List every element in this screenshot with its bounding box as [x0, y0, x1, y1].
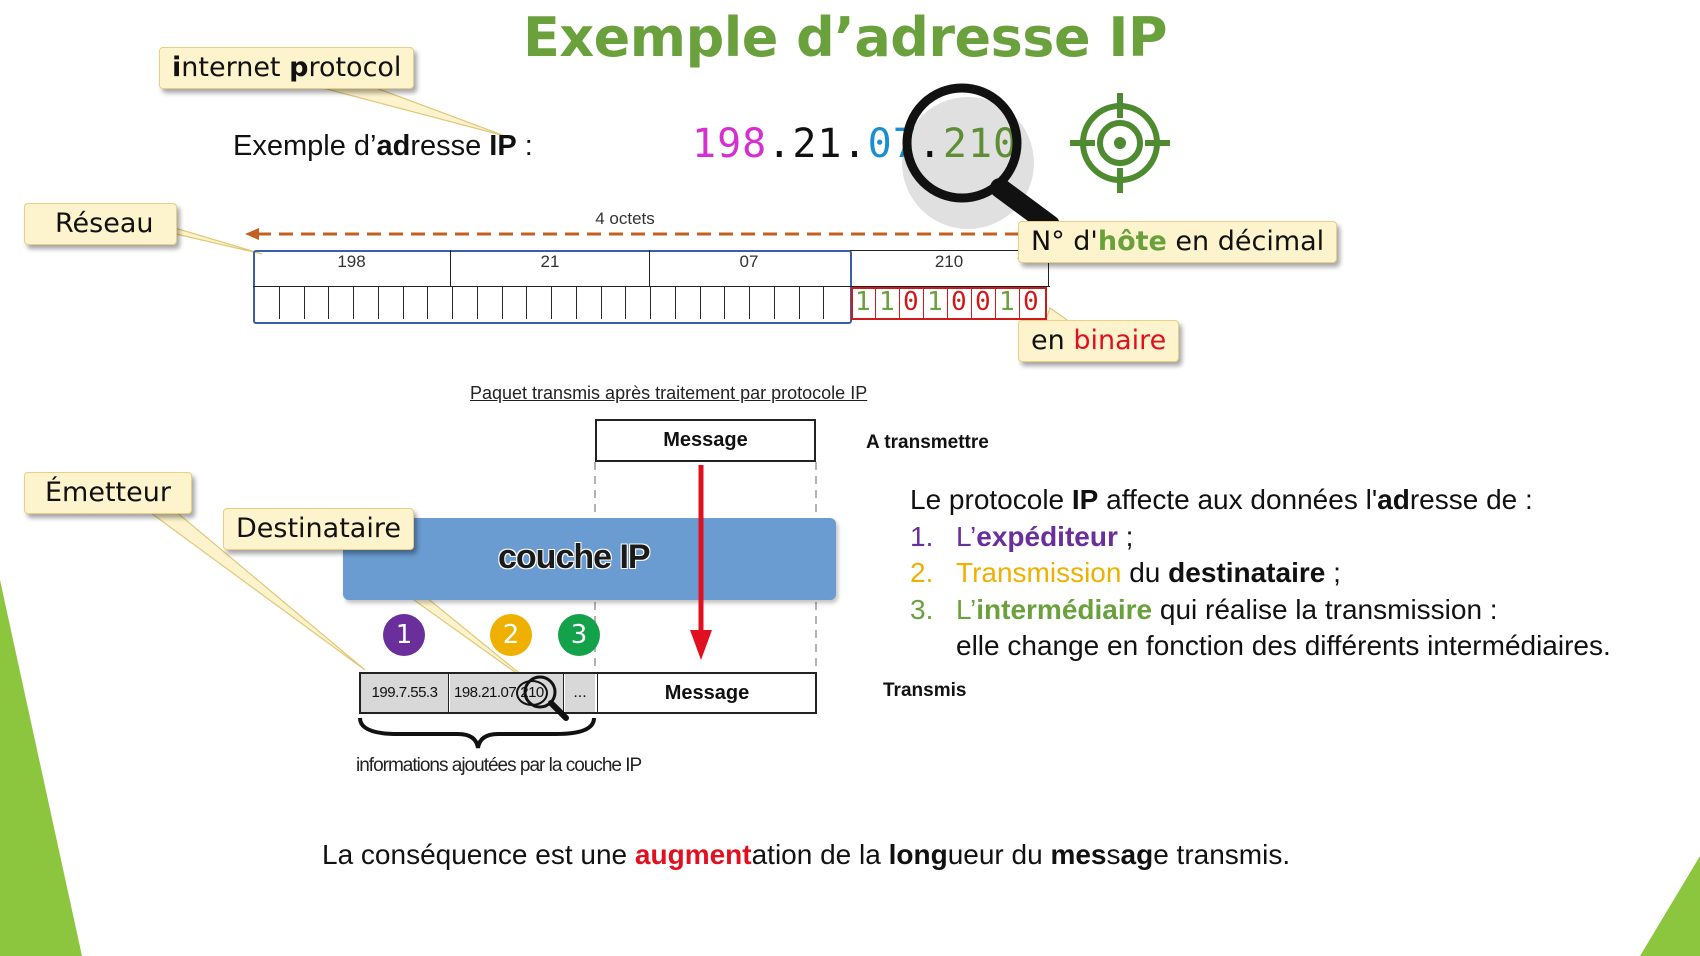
- network-bit-cell: [427, 287, 453, 319]
- octet-divider: [450, 250, 451, 286]
- bit-7: 0: [1023, 287, 1039, 317]
- callout-binaire: en binaire: [1018, 320, 1180, 362]
- network-bit-cell: [279, 287, 305, 319]
- network-bit-cell: [625, 287, 651, 319]
- network-bits: [254, 287, 848, 319]
- callout-emetteur: Émetteur: [24, 472, 192, 514]
- bit-divider: [1019, 289, 1020, 318]
- octet-label-3: 07: [739, 252, 759, 271]
- message-bottom: Message: [597, 674, 816, 712]
- octet-table: 198 21 07 210 1 1 0 1 0 0 1 0: [253, 250, 1050, 324]
- curly-brace: [358, 717, 596, 749]
- network-bit-cell: [551, 287, 577, 319]
- a-transmettre-label: A transmettre: [866, 432, 989, 453]
- network-bit-cell: [502, 287, 528, 319]
- explanation: Le protocole IP affecte aux données l'ad…: [910, 482, 1611, 665]
- circle-2: 2: [490, 614, 532, 656]
- list-item: 2.Transmission du destinataire ;: [910, 557, 1341, 588]
- network-bit-cell: [823, 287, 848, 319]
- conclusion: La conséquence est une augmentation de l…: [322, 839, 1291, 870]
- bit-5: 0: [975, 287, 991, 317]
- bit-1: 1: [879, 287, 895, 317]
- octet-divider: [649, 250, 650, 286]
- list-item: 3.L’intermédiaire qui réalise la transmi…: [910, 593, 1498, 625]
- bit-6: 1: [999, 287, 1015, 317]
- host-part-frame: [850, 250, 1049, 287]
- ip-address-value: 198.21.07.210: [692, 121, 1019, 167]
- callout-reseau: Réseau: [24, 203, 177, 245]
- network-bit-cell: [576, 287, 602, 319]
- network-bit-cell: [749, 287, 775, 319]
- network-bit-cell: [774, 287, 800, 319]
- packet-caption: Paquet transmis après traitement par pro…: [470, 383, 868, 403]
- bit-divider: [971, 289, 972, 318]
- bit-2: 0: [903, 287, 919, 317]
- target-icon: [1070, 93, 1170, 193]
- ip-example-label: Exemple d’adresse IP :: [233, 130, 533, 162]
- network-bit-cell: [378, 287, 404, 319]
- explanation-intro: Le protocole IP affecte aux données l'ad…: [910, 484, 1533, 515]
- bits-row-top-line: [253, 286, 1050, 287]
- network-bit-cell: [452, 287, 478, 319]
- bit-3: 1: [927, 287, 943, 317]
- bit-divider: [947, 289, 948, 318]
- network-bit-cell: [724, 287, 750, 319]
- network-bit-cell: [477, 287, 503, 319]
- list-continuation: elle change en fonction des différents i…: [956, 630, 1611, 661]
- network-bit-cell: [328, 287, 354, 319]
- network-bit-cell: [353, 287, 379, 319]
- message-top-box: Message: [595, 419, 816, 462]
- callout-internet-protocol: internet protocol: [159, 47, 415, 89]
- network-bit-cell: [601, 287, 627, 319]
- octet-label-4: 210: [934, 252, 964, 271]
- brace-label: informations ajoutées par la couche IP: [356, 755, 642, 776]
- ip-layer-label: couche IP: [498, 538, 651, 576]
- transmis-label: Transmis: [883, 680, 967, 701]
- network-bit-cell: [799, 287, 825, 319]
- bit-divider: [875, 289, 876, 318]
- octet-label-2: 21: [540, 252, 560, 271]
- network-bit-cell: [700, 287, 726, 319]
- ip-layer-band: [343, 518, 836, 600]
- network-bit-cell: [254, 287, 280, 319]
- bit-0: 1: [855, 287, 871, 317]
- octet-label-1: 198: [337, 252, 366, 271]
- network-bit-cell: [675, 287, 701, 319]
- list-item: 1.L’expéditeur ;: [910, 520, 1134, 552]
- callout-destinataire: Destinataire: [223, 508, 414, 550]
- addr-intermediate: ...: [565, 674, 595, 712]
- host-bits-frame: 1 1 0 1 0 0 1 0: [851, 287, 1047, 320]
- network-bit-cell: [526, 287, 552, 319]
- network-bit-cell: [403, 287, 429, 319]
- circle-1: 1: [383, 614, 425, 656]
- bit-divider: [995, 289, 996, 318]
- bit-divider: [923, 289, 924, 318]
- addr-emitter: 199.7.55.3: [361, 674, 449, 712]
- bit-divider: [899, 289, 900, 318]
- network-bit-cell: [650, 287, 676, 319]
- octet-size-label: 4 octets: [595, 209, 655, 228]
- callout-hote: N° d'hôte en décimal: [1018, 221, 1338, 263]
- page-title: Exemple d’adresse IP: [522, 6, 1168, 69]
- network-bit-cell: [304, 287, 330, 319]
- circle-3: 3: [558, 614, 600, 656]
- bit-4: 0: [951, 287, 967, 317]
